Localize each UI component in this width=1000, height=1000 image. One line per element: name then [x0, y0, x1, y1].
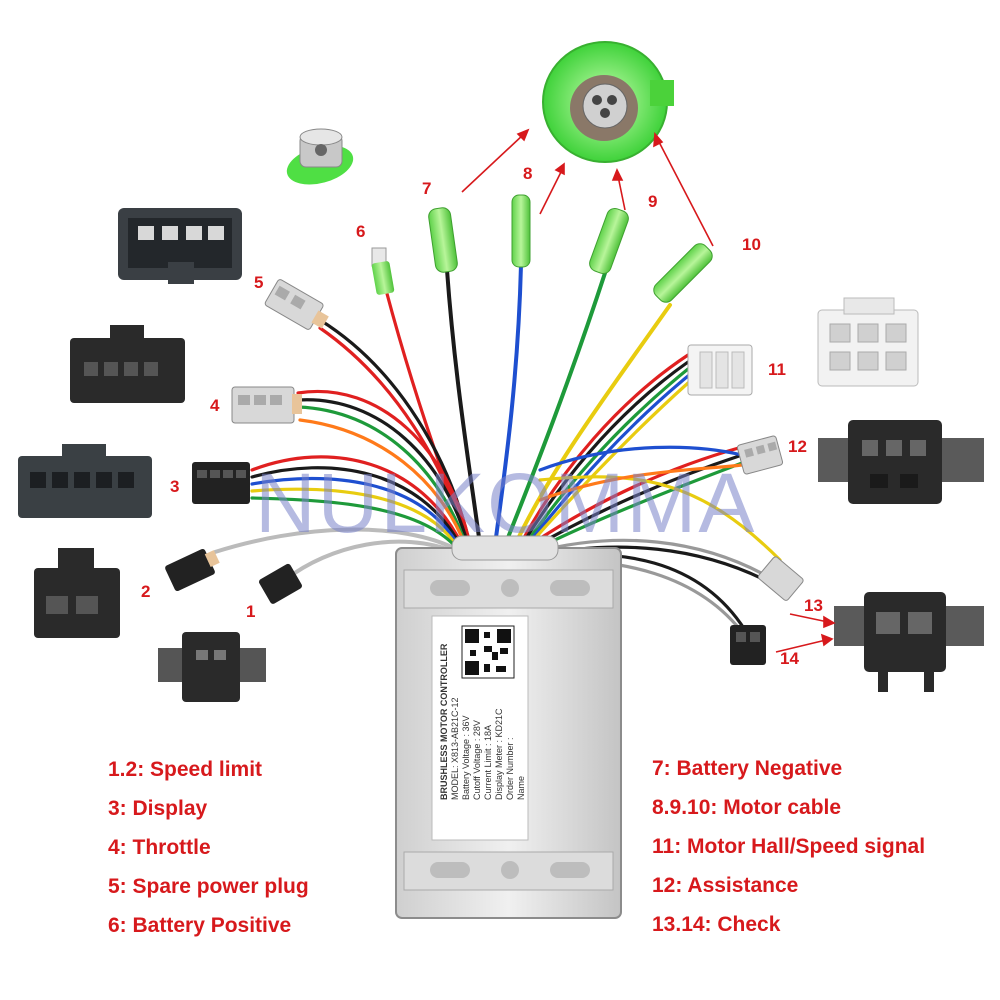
assistance-plug [736, 435, 784, 475]
spare-power-mating-connector [118, 208, 242, 284]
speed-limit-mating-connector-1 [158, 632, 266, 702]
battery-positive-terminal [371, 247, 395, 295]
legend-item: 12: Assistance [652, 874, 799, 897]
legend-item: 6: Battery Positive [108, 914, 292, 937]
legend-item: 3: Display [108, 797, 208, 820]
motor-hall-mating-connector [817, 297, 919, 387]
label-line: Current Limit : 18A [483, 725, 493, 800]
legend-item: 11: Motor Hall/Speed signal [652, 835, 926, 858]
callout-number: 8 [523, 164, 532, 183]
label-line: Cutoff Voltage : 28V [472, 720, 482, 800]
callout-number: 6 [356, 222, 365, 241]
callout-number: 12 [788, 437, 807, 456]
battery-negative-sleeve [428, 207, 458, 273]
motor-cable-sleeve-8 [511, 194, 531, 268]
wire-bundle [213, 263, 782, 638]
motor-controller: BRUSHLESS MOTOR CONTROLLER MODEL: X813-A… [395, 535, 622, 919]
speed-limit-mating-connector-2 [34, 548, 120, 638]
spare-power-plug [264, 279, 329, 330]
legend-right: 7: Battery Negative 8.9.10: Motor cable … [652, 749, 925, 944]
callout-arrows [461, 128, 836, 653]
speed-limit-plug-2 [165, 549, 220, 591]
callout-number: 7 [422, 179, 431, 198]
callout-number: 5 [254, 273, 263, 292]
assistance-mating-connector [818, 420, 984, 504]
label-line: Battery Voltage : 36V [461, 715, 471, 800]
qr-code [461, 625, 515, 679]
legend-item: 5: Spare power plug [108, 875, 309, 898]
callout-number: 10 [742, 235, 761, 254]
legend-item: 1.2: Speed limit [108, 758, 263, 781]
legend-item: 4: Throttle [108, 836, 211, 859]
callout-number: 3 [170, 477, 179, 496]
callout-number: 14 [780, 649, 799, 668]
callout-number: 1 [246, 602, 255, 621]
callout-number: 4 [210, 396, 220, 415]
throttle-mating-connector [70, 325, 185, 403]
callout-number: 2 [141, 582, 150, 601]
motor-phase-plug [542, 41, 674, 163]
callout-number: 9 [648, 192, 657, 211]
label-line: Order Number : [505, 737, 515, 800]
check-plug-13 [757, 556, 804, 601]
label-line: Name [516, 776, 526, 800]
display-mating-connector [18, 444, 152, 518]
motor-cable-sleeve-10 [653, 243, 713, 303]
callout-number: 13 [804, 596, 823, 615]
check-plug-14 [730, 625, 766, 665]
watermark: NULKOMMA [255, 456, 757, 550]
label-line: MODEL: X813-AB21C-12 [450, 697, 460, 800]
callout-number: 11 [768, 360, 786, 379]
legend-left: 1.2: Speed limit 3: Display 4: Throttle … [108, 750, 309, 945]
speed-limit-plug-1 [259, 563, 302, 604]
motor-hall-plug [687, 344, 753, 396]
label-line: BRUSHLESS MOTOR CONTROLLER [439, 643, 449, 800]
legend-item: 8.9.10: Motor cable [652, 796, 842, 819]
check-mating-connector [834, 592, 984, 692]
legend-item: 7: Battery Negative [652, 757, 843, 780]
bolt-with-green-washer [286, 128, 354, 185]
motor-cable-sleeve-9 [589, 207, 629, 275]
throttle-plug [231, 386, 302, 424]
legend-item: 13.14: Check [652, 913, 781, 936]
label-line: Display Meter : KD21C [494, 708, 504, 800]
display-plug [192, 462, 250, 504]
